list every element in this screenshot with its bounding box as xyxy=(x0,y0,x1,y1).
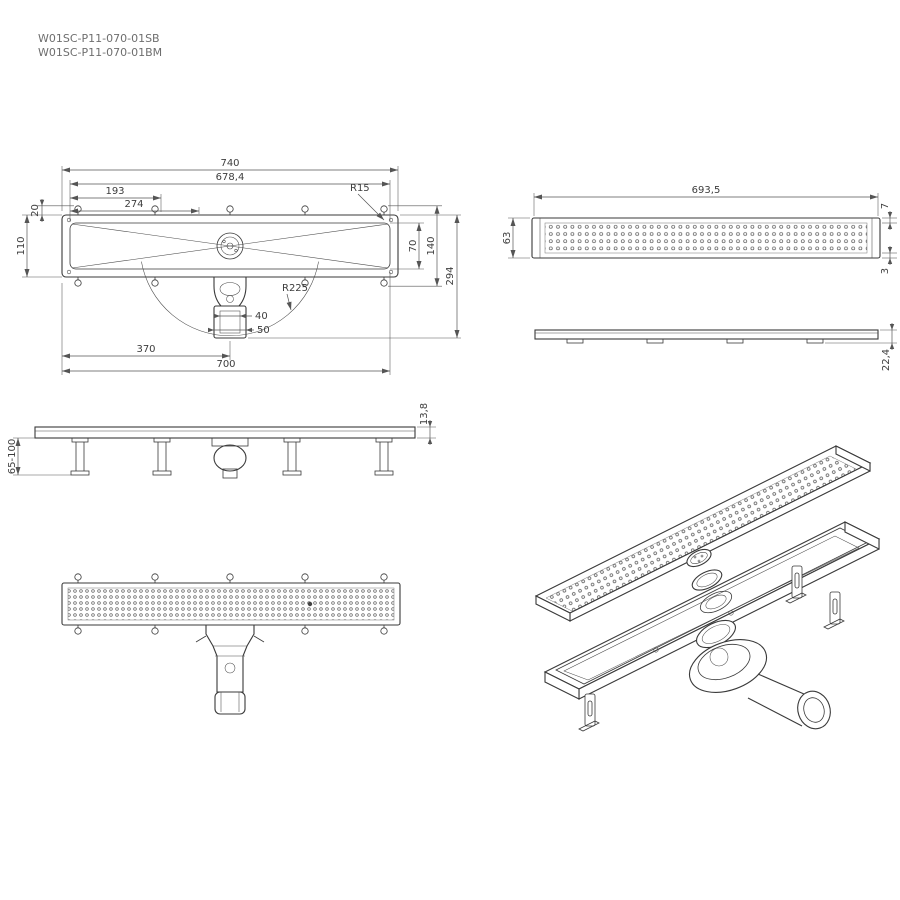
dim-grate-length: 678,4 xyxy=(216,172,245,183)
channel-body xyxy=(61,214,399,278)
trap-side xyxy=(211,437,249,479)
trap-front xyxy=(195,624,265,715)
isometric-exploded-view xyxy=(534,445,881,732)
iso-bracket xyxy=(785,565,807,604)
dim-body-width: 110 xyxy=(16,236,27,255)
iso-drain-cap xyxy=(686,548,712,568)
iso-bracket xyxy=(578,693,600,732)
dim-grate-width: 63 xyxy=(502,232,513,245)
grate-perforation-area xyxy=(544,222,868,254)
dim-edge-offset: 20 xyxy=(30,204,41,217)
grate-side-dimensions: 22,4 xyxy=(825,323,897,371)
grate-plan-dimensions: 693,5 63 7 3 xyxy=(502,185,897,274)
side-elevation-dimensions: 13,8 65-100 xyxy=(7,403,436,476)
dim-inner-width: 70 xyxy=(408,240,419,253)
dim-overall-depth: 294 xyxy=(445,266,456,285)
dim-foot-height-range: 65-100 xyxy=(7,439,18,474)
iso-brackets xyxy=(578,565,845,732)
front-clamps xyxy=(74,573,388,635)
dim-corner-radius: R15 xyxy=(350,183,370,194)
part-number-1: W01SC-P11-070-01SB xyxy=(38,32,160,45)
dim-grate-margin-bottom: 3 xyxy=(880,268,891,274)
iso-outlet-pipe xyxy=(797,690,831,730)
side-elevation-view: 13,8 65-100 xyxy=(7,403,436,479)
dim-spacing-b: 274 xyxy=(124,199,143,210)
iso-channel-tray xyxy=(543,521,881,700)
iso-grate xyxy=(534,445,872,622)
iso-trap-assembly xyxy=(688,619,831,730)
dim-swivel-radius: R225 xyxy=(282,283,308,294)
grate-side-view: 22,4 xyxy=(534,323,897,371)
grate-plan-view: 693,5 63 7 3 xyxy=(502,185,897,274)
title-block: W01SC-P11-070-01SB W01SC-P11-070-01BM xyxy=(38,32,162,59)
logo-mark xyxy=(307,601,313,607)
dim-grate-profile-height: 22,4 xyxy=(881,349,892,371)
front-perforation-area xyxy=(67,587,395,621)
swivel-arc xyxy=(141,261,319,337)
dim-outlet-inner: 40 xyxy=(255,311,268,322)
iso-drain-hole xyxy=(699,590,733,614)
dim-grate-length-top: 693,5 xyxy=(692,185,721,196)
dim-flange-width: 140 xyxy=(426,236,437,255)
dim-body-length: 700 xyxy=(216,359,235,370)
dim-outlet-center: 370 xyxy=(136,344,155,355)
iso-bracket xyxy=(823,591,845,630)
front-elevation-view xyxy=(61,573,401,715)
plan-dimensions: 740 678,4 193 274 R15 20 110 70 140 294 … xyxy=(16,158,461,375)
part-number-2: W01SC-P11-070-01BM xyxy=(38,46,162,59)
dim-frame-height: 13,8 xyxy=(419,403,430,425)
iso-seal-ring xyxy=(691,569,723,591)
dim-grate-margin-top: 7 xyxy=(880,203,891,209)
dim-outlet-outer: 50 xyxy=(257,325,270,336)
adjustable-feet xyxy=(70,437,394,476)
grate-tabs xyxy=(566,338,824,344)
plan-view: 740 678,4 193 274 R15 20 110 70 140 294 … xyxy=(16,158,461,375)
dim-spacing-a: 193 xyxy=(105,186,124,197)
dim-total-length: 740 xyxy=(220,158,239,169)
drain-outlet-plan xyxy=(141,261,319,339)
